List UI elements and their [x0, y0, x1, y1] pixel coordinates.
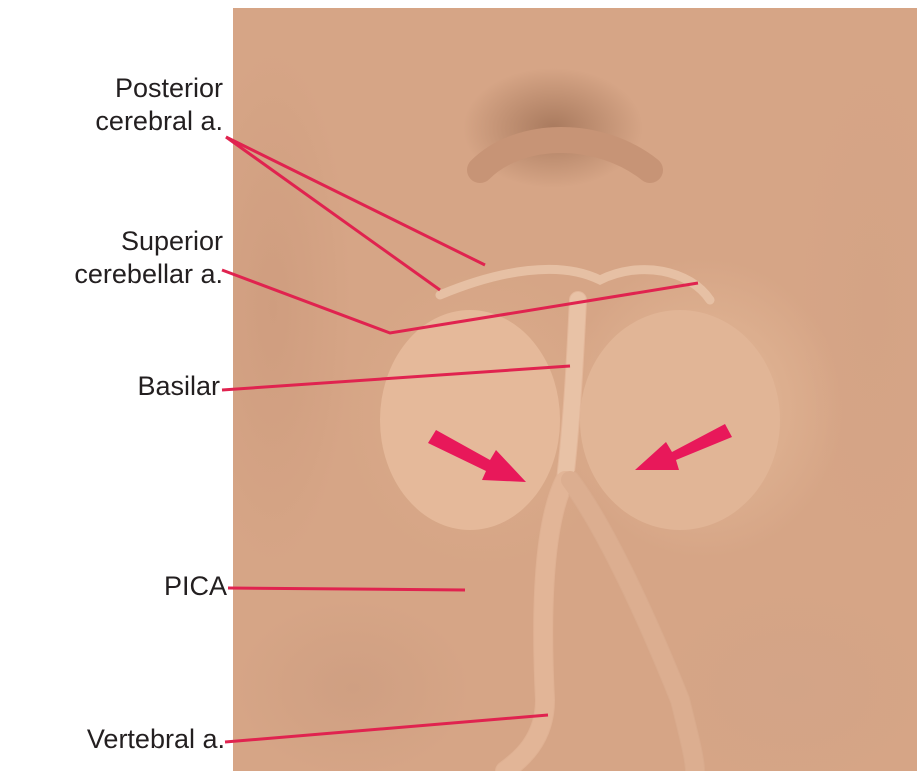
circle-of-willis: [467, 127, 663, 183]
leader-superior-cerebellar: [221, 268, 699, 335]
superior-cerebellar-artery: [435, 264, 715, 305]
left-medulla: [380, 310, 560, 530]
leader-pica: [227, 586, 466, 592]
right-arrow-icon: [635, 424, 732, 470]
pointer-arrows: [428, 424, 732, 482]
label-posterior-cerebral: Posterior cerebral a.: [95, 72, 223, 138]
label-vertebral: Vertebral a.: [86, 724, 225, 754]
label-pica: PICA: [163, 571, 227, 601]
left-arrow-icon: [428, 430, 526, 482]
leader-basilar: [221, 364, 571, 392]
leader-vertebral: [224, 713, 549, 744]
label-line: cerebral a.: [95, 106, 223, 136]
label-line: Posterior: [114, 73, 223, 103]
right-medulla: [580, 310, 780, 530]
label-line: Superior: [120, 226, 223, 256]
label-line: cerebellar a.: [74, 259, 223, 289]
right-vertebral-front: [561, 471, 704, 771]
vessel-shapes: [380, 127, 780, 771]
leader-posterior-cerebral-2: [225, 135, 441, 292]
left-vertebral-front: [496, 471, 574, 771]
leader-lines: [221, 135, 699, 744]
label-basilar: Basilar: [137, 371, 220, 401]
basilar-artery-front: [557, 292, 586, 488]
leader-posterior-cerebral-1: [225, 135, 486, 267]
label-superior-cerebellar: Superior cerebellar a.: [74, 225, 223, 291]
